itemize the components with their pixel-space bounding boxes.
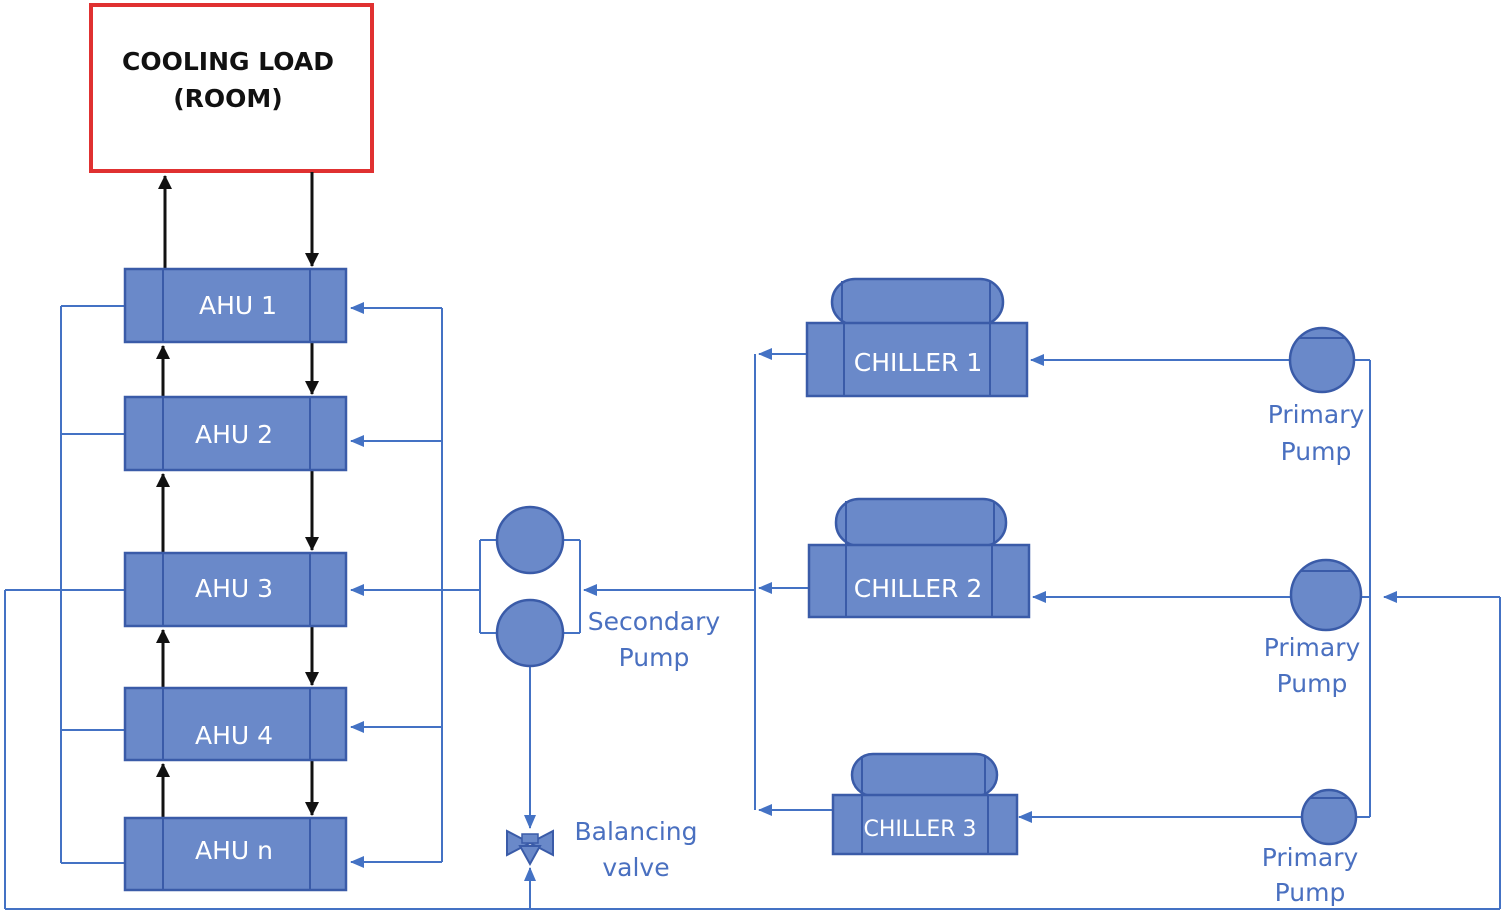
primary-pump-1-line2: Pump bbox=[1281, 437, 1352, 466]
primary-pump-2: Primary Pump bbox=[1264, 558, 1363, 698]
chiller-2: CHILLER 2 bbox=[807, 497, 1031, 619]
ahu-2: AHU 2 bbox=[123, 395, 348, 472]
cooling-load-title: COOLING LOAD bbox=[122, 47, 334, 76]
chiller-1: CHILLER 1 bbox=[805, 277, 1029, 398]
chiller-1-label: CHILLER 1 bbox=[854, 348, 983, 377]
balancing-valve-line2: valve bbox=[602, 853, 669, 882]
ahu-1: AHU 1 bbox=[123, 267, 348, 344]
chiller-3-label: CHILLER 3 bbox=[863, 817, 976, 842]
primary-pump-2-line2: Pump bbox=[1277, 669, 1348, 698]
chilled-water-piping bbox=[4, 302, 1501, 910]
secondary-pump: Secondary Pump bbox=[495, 505, 721, 672]
cooling-load-subtitle: (ROOM) bbox=[173, 84, 283, 113]
chiller-3: CHILLER 3 bbox=[831, 752, 1019, 856]
ahu-4: AHU 4 bbox=[123, 686, 348, 762]
secondary-pump-line2: Pump bbox=[619, 643, 690, 672]
ahu-n-label: AHU n bbox=[195, 836, 273, 865]
balancing-valve-line1: Balancing bbox=[575, 817, 698, 846]
cooling-load-box: COOLING LOAD (ROOM) bbox=[89, 3, 374, 173]
primary-pump-3-line2: Pump bbox=[1275, 878, 1346, 907]
ahu-3: AHU 3 bbox=[123, 551, 348, 628]
ahu-3-label: AHU 3 bbox=[195, 574, 273, 603]
primary-pump-3: Primary Pump bbox=[1262, 788, 1359, 907]
balancing-valve: Balancing valve bbox=[506, 817, 698, 882]
air-flow-arrows bbox=[156, 172, 319, 817]
primary-pump-2-line1: Primary bbox=[1264, 633, 1361, 662]
ahu-4-label: AHU 4 bbox=[195, 721, 273, 750]
primary-pump-1-line1: Primary bbox=[1268, 400, 1365, 429]
secondary-pump-line1: Secondary bbox=[588, 607, 721, 636]
chiller-2-label: CHILLER 2 bbox=[854, 574, 983, 603]
primary-pump-1: Primary Pump bbox=[1268, 326, 1365, 466]
primary-pump-3-line1: Primary bbox=[1262, 843, 1359, 872]
ahu-1-label: AHU 1 bbox=[199, 291, 277, 320]
ahu-2-label: AHU 2 bbox=[195, 420, 273, 449]
ahu-n: AHU n bbox=[123, 816, 348, 892]
